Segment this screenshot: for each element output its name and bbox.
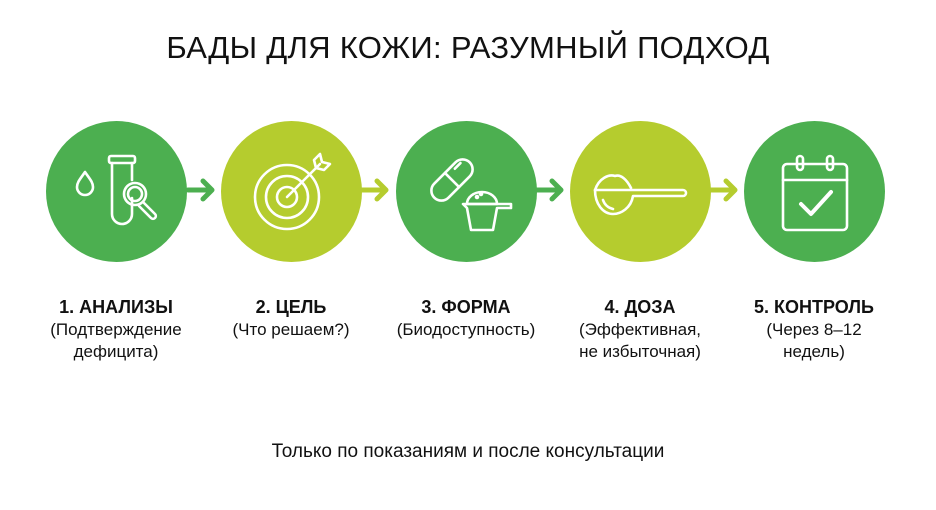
- arrow-1-to-2-icon: [186, 178, 215, 202]
- step-4-circle: [570, 121, 711, 262]
- step-3-subtitle: (Биодоступность): [396, 320, 536, 339]
- step-2-subtitle: (Что решаем?): [232, 320, 350, 339]
- step-1-subtitle: (Подтверждение дефицита): [50, 320, 182, 361]
- arrow-4-to-5-icon: [709, 178, 738, 202]
- measuring-spoon-icon: [593, 173, 687, 215]
- calendar-check-icon: [781, 154, 848, 231]
- arrow-3-to-4-icon: [535, 178, 564, 202]
- step-1-heading: 1. АНАЛИЗЫ: [59, 297, 173, 317]
- step-3-label: 3. ФОРМА (Биодоступность): [376, 296, 556, 341]
- footer-note: Только по показаниям и после консультаци…: [271, 441, 665, 462]
- step-5-subtitle: (Через 8–12 недель): [766, 320, 862, 361]
- step-4-label: 4. ДОЗА (Эффективная, не избыточная): [550, 296, 730, 363]
- step-1-label: 1. АНАЛИЗЫ (Подтверждение дефицита): [26, 296, 206, 363]
- step-4-heading: 4. ДОЗА: [604, 297, 676, 317]
- step-5-heading: 5. КОНТРОЛЬ: [754, 297, 874, 317]
- step-5-label: 5. КОНТРОЛЬ (Через 8–12 недель): [724, 296, 904, 363]
- arrow-2-to-3-icon: [360, 178, 389, 202]
- step-3-heading: 3. ФОРМА: [421, 297, 511, 317]
- step-2-heading: 2. ЦЕЛЬ: [255, 297, 327, 317]
- step-2-circle: [221, 121, 362, 262]
- step-5-circle: [744, 121, 885, 262]
- step-2-label: 2. ЦЕЛЬ (Что решаем?): [201, 296, 381, 341]
- step-3-circle: [396, 121, 537, 262]
- step-4-subtitle: (Эффективная, не избыточная): [578, 320, 702, 361]
- page-title: БАДЫ ДЛЯ КОЖИ: РАЗУМНЫЙ ПОДХОД: [166, 30, 770, 65]
- step-1-circle: [46, 121, 187, 262]
- target-arrow-icon: [253, 152, 331, 230]
- capsule-scoop-icon: [429, 157, 512, 231]
- test-tube-magnifier-icon: [75, 154, 157, 225]
